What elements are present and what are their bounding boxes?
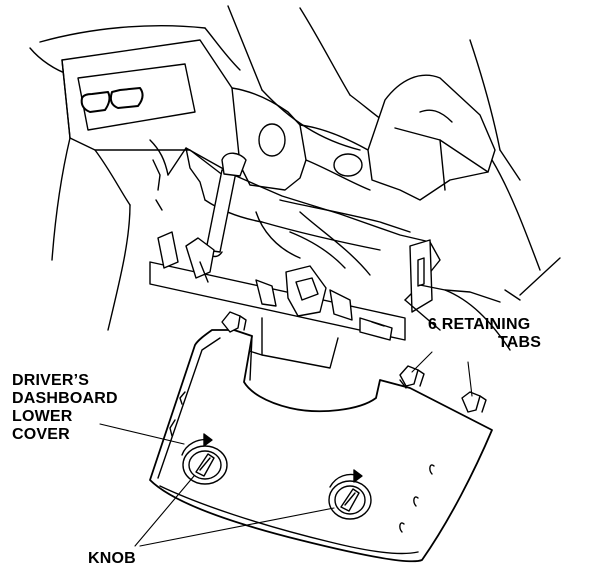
retaining-tabs-label-line2: TABS <box>498 334 542 351</box>
dashboard-cover-label-line1: DRIVER’S <box>12 372 90 389</box>
retaining-tabs-label: 6 RETAINING TABS <box>428 316 541 352</box>
dashboard-lower-cover <box>149 311 493 563</box>
knob-label: KNOB <box>88 550 136 567</box>
leader-knob-1 <box>134 475 195 547</box>
leader-knob-2 <box>139 507 335 547</box>
leader-lines <box>99 351 473 547</box>
dashboard-cover-label-line4: COVER <box>12 426 70 443</box>
dashboard-cover-label-line3: LOWER <box>12 408 73 425</box>
dashboard-structure <box>29 5 561 369</box>
retaining-tabs-label-line1: 6 RETAINING <box>428 316 531 333</box>
dashboard-cover-label: DRIVER’S DASHBOARD LOWER COVER <box>12 372 118 444</box>
leader-cover <box>99 423 185 445</box>
dashboard-cover-label-line2: DASHBOARD <box>12 390 118 407</box>
leader-tabs-1 <box>411 351 433 373</box>
leader-tabs-2 <box>467 361 473 397</box>
